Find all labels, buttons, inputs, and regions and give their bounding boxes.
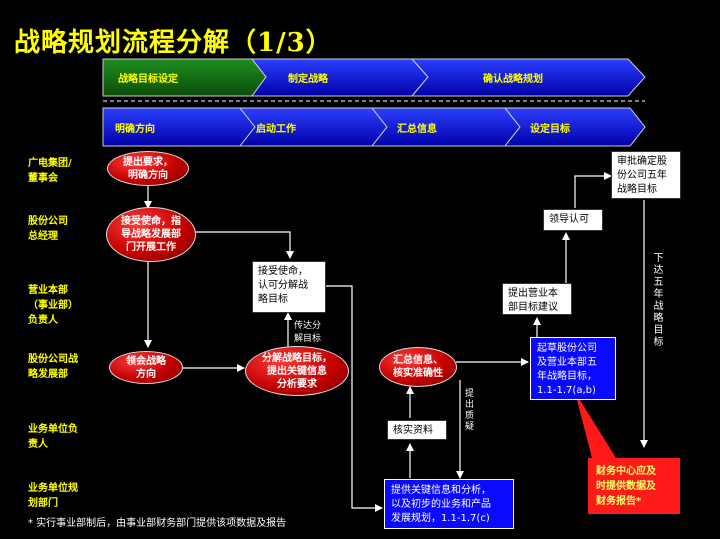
step-label-3: 汇总信息 [397, 123, 437, 135]
footnote: * 实行事业部制后，由事业部财务部门提供该项数据及报告 [28, 518, 287, 529]
node-accept-mission: 接受使命，指 导战略发展部 门开展工作 [106, 207, 196, 262]
label-pass-down: 传达分 解目标 [294, 321, 322, 344]
phase-label-3: 确认战略规划 [483, 73, 543, 85]
label-issue-targets: 下达五年战略目标 [651, 252, 662, 348]
lane-label-strategy-dept: 股份公司战 略发展部 [28, 354, 78, 380]
node-accept-decompose: 接受使命， 认可分解战 略目标 [252, 261, 326, 313]
phase-label-1: 战略目标设定 [118, 73, 178, 85]
node-aggregate-info: 汇总信息、 核实准确性 [379, 347, 457, 387]
step-label-1: 明确方向 [115, 123, 155, 135]
node-propose-division-targets: 提出营业本 部目标建议 [502, 283, 572, 315]
lane-label-bu-planning: 业务单位规 划部门 [28, 483, 78, 509]
step-label-4: 设定目标 [530, 123, 570, 135]
phase-label-2: 制定战略 [288, 73, 328, 85]
node-decompose-goals: 分解战略目标， 提出关键信息 分析要求 [245, 346, 349, 396]
node-draft-targets: 起草股份公司 及营业本部五 年战略目标， 1.1-1.7(a,b) [530, 337, 616, 400]
node-propose-requirements: 提出要求， 明确方向 [107, 151, 189, 186]
lane-label-division-head: 营业本部 （事业部） 负责人 [28, 285, 78, 326]
lane-label-bu-head: 业务单位负 责人 [28, 424, 78, 450]
phase-chevron-3 [410, 58, 646, 97]
lane-label-gm: 股份公司 总经理 [28, 216, 68, 242]
lane-label-group-board: 广电集团/ 董事会 [28, 158, 72, 184]
step-chevron-4 [503, 107, 646, 147]
phase-chevron-2 [250, 58, 429, 97]
label-propose-question: 提出质疑 [463, 388, 473, 432]
page-title: 战略规划流程分解（1/3） [14, 28, 333, 58]
step-chevron-3 [370, 107, 521, 147]
node-understand-direction: 领会战略 方向 [109, 351, 183, 384]
callout-finance-center: 财务中心应及 时提供数据及 财务报告* [588, 458, 680, 514]
node-verify-data: 核实资料 [387, 420, 447, 440]
node-provide-info: 提供关键信息和分析， 以及初步的业务和产品 发展规划，1.1-1.7(c) [384, 479, 514, 529]
step-label-2: 启动工作 [256, 123, 296, 135]
node-approve-five-year: 审批确定股 份公司五年 战略目标 [611, 151, 681, 199]
node-leader-approval: 领导认可 [543, 209, 603, 231]
